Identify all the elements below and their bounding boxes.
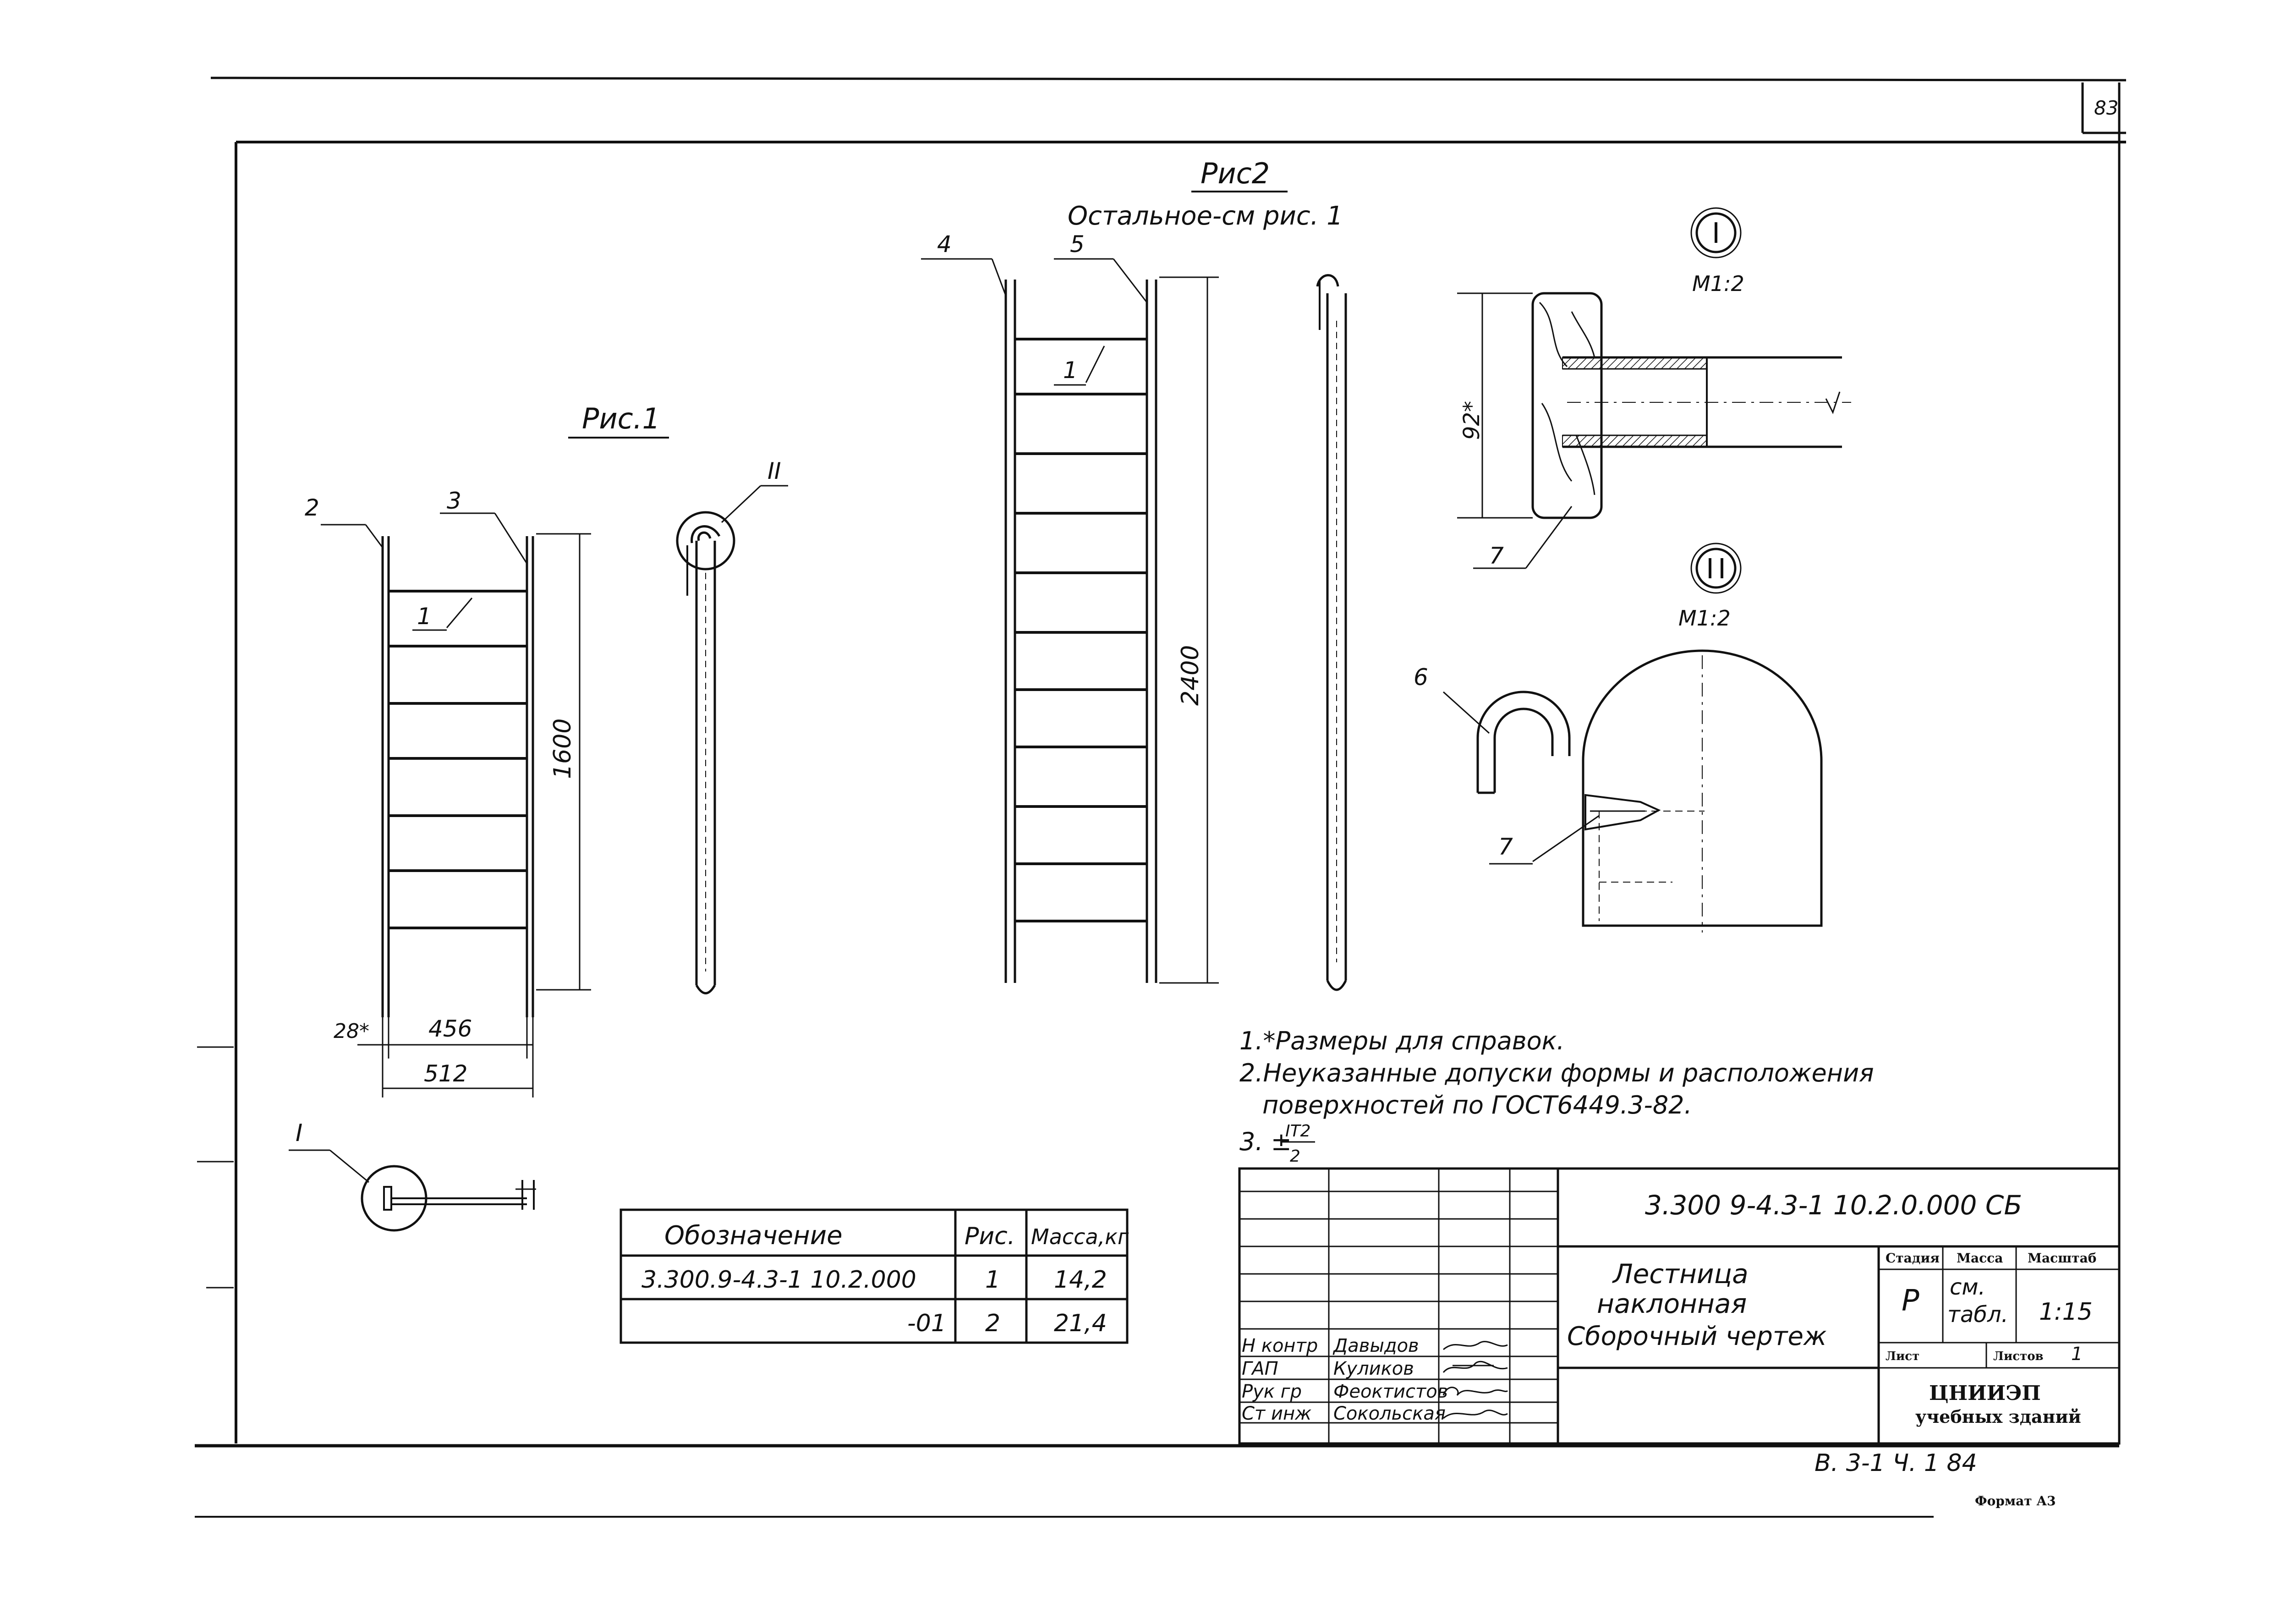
callout-6: 6 <box>1414 664 1428 691</box>
title-line-1: Лестница <box>1612 1258 1749 1289</box>
spec-header-figure: Рис. <box>965 1223 1015 1250</box>
role-3: Рук гр <box>1242 1381 1302 1402</box>
figure-2-side-view <box>1316 274 1347 991</box>
callout-I-fig1: I <box>296 1119 302 1147</box>
figure-1-rungs <box>389 590 527 929</box>
spec-table <box>619 1208 1129 1344</box>
notes: 1.*Размеры для справок. 2.Неуказанные до… <box>1239 1026 1874 1166</box>
signatures <box>1442 1341 1508 1419</box>
figure-2-rungs <box>1015 338 1147 922</box>
dimension-92: 92* <box>1459 401 1485 440</box>
role-4: Ст инж <box>1242 1403 1311 1424</box>
format-label: Формат А3 <box>1975 1493 2056 1509</box>
detail-I <box>1457 207 1851 569</box>
figure-2-title: Рис2 <box>1201 157 1270 190</box>
callout-4: 4 <box>937 231 952 258</box>
mass-value-line-1: см. <box>1950 1274 1985 1300</box>
figure-2-subtitle: Остальное-см рис. 1 <box>1068 201 1343 231</box>
callout-7-detail-I: 7 <box>1489 543 1504 569</box>
mass-value-line-2: табл. <box>1947 1302 2008 1328</box>
title-line-3: Сборочный чертеж <box>1567 1322 1826 1351</box>
note-3-numerator: IT2 <box>1285 1122 1311 1141</box>
callout-II-fig1: II <box>767 458 781 484</box>
spec-row-1-designation: 3.300.9-4.3-1 10.2.000 <box>641 1266 916 1294</box>
scale-value: 1:15 <box>2039 1298 2093 1326</box>
sheet-label: Лист <box>1886 1350 1919 1363</box>
callout-7-detail-II: 7 <box>1498 834 1513 860</box>
spec-row-2-designation: -01 <box>907 1310 946 1337</box>
stage-label: Стадия <box>1886 1251 1940 1266</box>
note-1: 1.*Размеры для справок. <box>1239 1026 1564 1055</box>
callout-2: 2 <box>305 494 319 521</box>
note-2: 2.Неуказанные допуски формы и расположен… <box>1239 1059 1874 1087</box>
detail-II-scale: М1:2 <box>1678 606 1731 631</box>
name-1: Давыдов <box>1332 1335 1419 1356</box>
spec-row-1-mass: 14,2 <box>1054 1266 1107 1294</box>
callout-3: 3 <box>447 488 461 514</box>
figure-2-front-view <box>921 258 1219 984</box>
title-block <box>1238 1167 2121 1445</box>
callout-1-fig2: 1 <box>1063 357 1078 384</box>
detail-II <box>1442 543 1823 933</box>
stage-value: Р <box>1902 1284 1919 1318</box>
sheets-value: 1 <box>2071 1344 2083 1365</box>
dimension-456: 456 <box>428 1015 472 1042</box>
name-2: Куликов <box>1333 1358 1414 1379</box>
name-4: Сокольская <box>1333 1403 1446 1424</box>
sheet-frame <box>195 77 2127 1518</box>
callout-1-fig1: 1 <box>417 603 432 630</box>
spec-row-2-mass: 21,4 <box>1054 1310 1107 1337</box>
detail-I-reference <box>289 1149 536 1232</box>
dimension-1600: 1600 <box>549 719 576 779</box>
dimension-2400: 2400 <box>1177 645 1204 706</box>
org-line-2: учебных зданий <box>1915 1406 2081 1427</box>
dimension-28: 28* <box>334 1020 369 1043</box>
role-2: ГАП <box>1242 1358 1278 1379</box>
footer-code: В. 3-1 Ч. 1 84 <box>1815 1449 1977 1477</box>
callout-5: 5 <box>1070 231 1085 258</box>
document-code: 3.300 9-4.3-1 10.2.0.000 СБ <box>1645 1190 2022 1221</box>
detail-I-scale: М1:2 <box>1692 271 1744 296</box>
figure-1-front-view <box>321 512 591 1097</box>
spec-header-mass: Масса,кг <box>1031 1224 1129 1249</box>
note-2-continued: поверхностей по ГОСТ6449.3-82. <box>1262 1091 1692 1119</box>
role-1: Н контр <box>1242 1335 1318 1356</box>
dimension-512: 512 <box>424 1060 467 1087</box>
scale-label: Масштаб <box>2028 1251 2096 1266</box>
sheets-label: Листов <box>1993 1350 2044 1363</box>
note-3-denominator: 2 <box>1290 1147 1300 1166</box>
org-line-1: ЦНИИЭП <box>1929 1382 2041 1405</box>
figure-1-title: Рис.1 <box>582 402 660 435</box>
mass-label: Масса <box>1957 1251 2003 1266</box>
spec-row-1-figure: 1 <box>985 1266 1000 1294</box>
title-line-2: наклонная <box>1597 1288 1747 1319</box>
spec-header-designation: Обозначение <box>664 1221 843 1251</box>
figure-1-side-view <box>676 485 788 994</box>
spec-row-2-figure: 2 <box>985 1310 1000 1337</box>
sheet-number: 83 <box>2094 97 2118 119</box>
name-3: Феоктистов <box>1333 1381 1448 1402</box>
